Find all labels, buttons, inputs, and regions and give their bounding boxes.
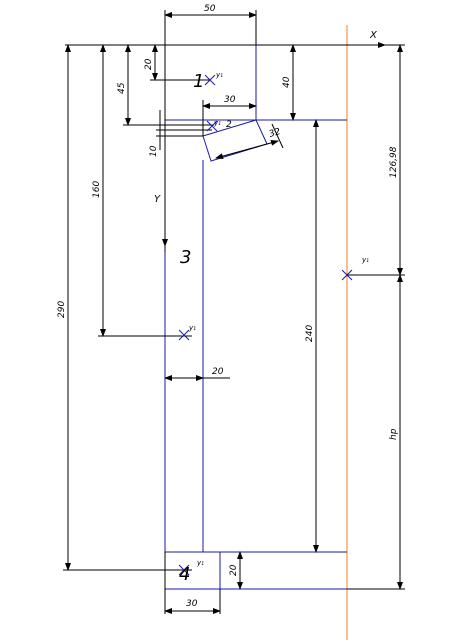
part-label-2: 2 <box>226 120 232 130</box>
centroid-label-2: y₁ <box>213 119 221 127</box>
centroid-label-4: y₁ <box>196 559 204 567</box>
section-black-lines <box>164 10 257 614</box>
svg-text:30: 30 <box>224 95 236 105</box>
svg-text:240: 240 <box>305 325 315 342</box>
svg-text:hp: hp <box>389 428 399 440</box>
dimension-top-50: 50 <box>164 4 257 18</box>
dimension-160: 160 <box>92 44 192 337</box>
svg-text:20: 20 <box>144 58 154 70</box>
svg-text:126,98: 126,98 <box>389 146 399 178</box>
dimension-45: 45 <box>117 44 214 126</box>
dimension-126-98: 126,98 <box>347 44 405 276</box>
dimension-240: 240 <box>305 119 319 553</box>
dimension-20-top: 20 <box>144 44 210 81</box>
part-label-1: 1 <box>193 71 204 92</box>
svg-text:160: 160 <box>92 181 102 198</box>
dimension-32-slant: 32 <box>215 123 284 160</box>
centroid-label-cg: y₁ <box>361 256 369 264</box>
dimension-hp: hp <box>347 274 405 590</box>
svg-text:40: 40 <box>282 76 292 88</box>
centroid-markers <box>178 74 353 576</box>
centroid-label-1: y₁ <box>215 71 223 79</box>
svg-text:20: 20 <box>229 564 239 576</box>
part-label-3: 3 <box>180 247 191 268</box>
section-contour <box>164 45 347 590</box>
y-axis-label: Y <box>154 194 161 205</box>
svg-text:290: 290 <box>57 301 67 318</box>
dimension-10: 10 <box>149 110 212 157</box>
dimension-40: 40 <box>282 44 296 121</box>
svg-text:20: 20 <box>212 367 224 377</box>
dimension-290: 290 <box>57 44 192 571</box>
dimension-web-20: 20 <box>164 367 230 381</box>
dimension-bottom-20: 20 <box>229 551 243 590</box>
svg-text:50: 50 <box>204 4 216 14</box>
part-label-4: 4 <box>179 564 190 585</box>
svg-text:30: 30 <box>186 599 198 609</box>
svg-text:10: 10 <box>149 145 159 157</box>
svg-text:32: 32 <box>268 127 282 140</box>
x-axis-label: X <box>369 30 378 41</box>
dimension-bottom-30: 30 <box>164 599 221 614</box>
svg-text:45: 45 <box>117 82 127 94</box>
centroid-label-3: y₁ <box>188 324 196 332</box>
